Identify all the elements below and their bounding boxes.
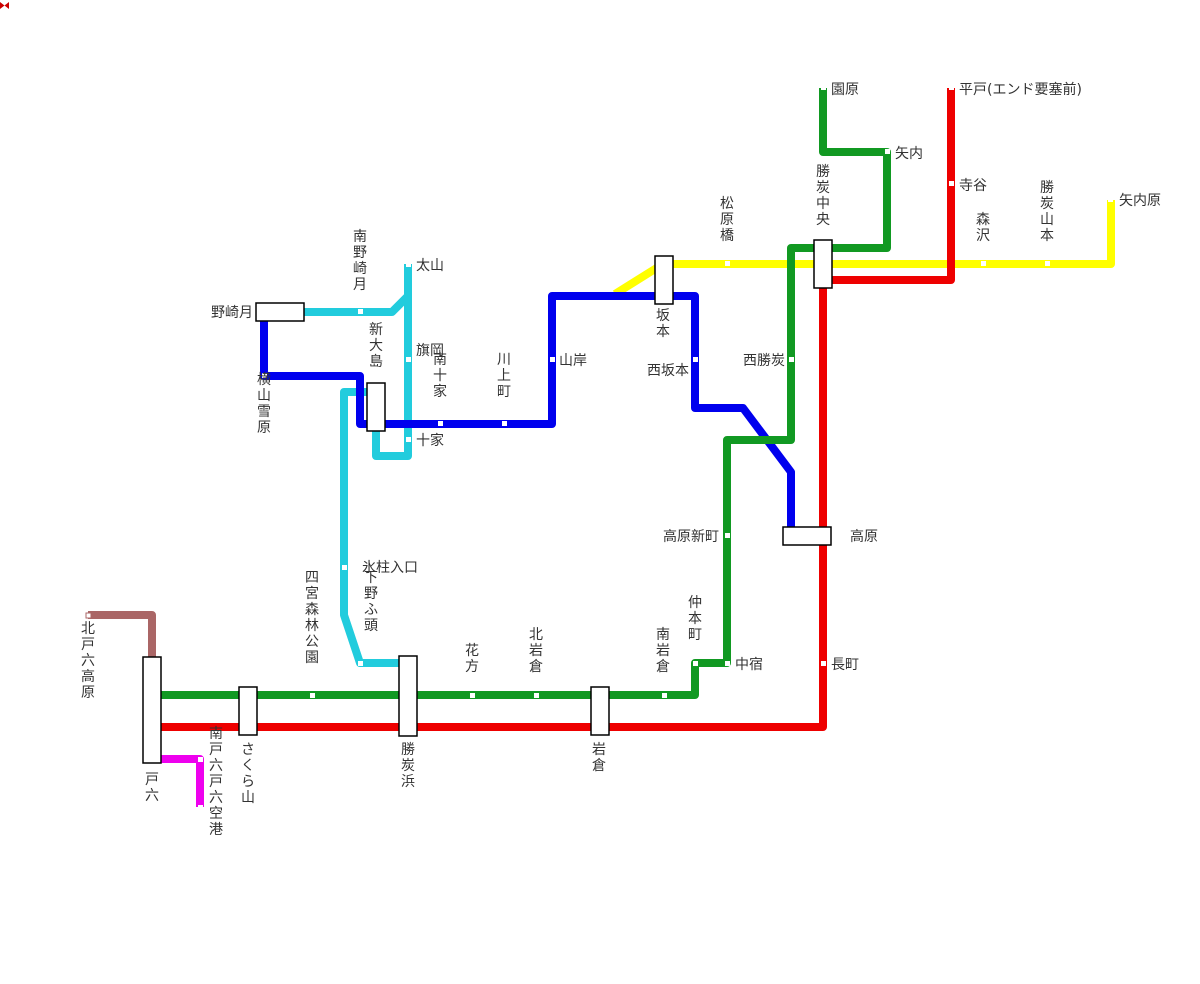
station-label-nozakizuki: 野崎月 (211, 305, 253, 321)
station-label-toroku: 戸六 (145, 772, 159, 804)
station-label-kawakami-machi: 川上町 (497, 352, 511, 400)
station-label-sonohara: 園原 (831, 82, 859, 98)
interchange-nozakizuki[interactable] (255, 302, 305, 322)
station-label-katsusumi-hama: 勝炭浜 (401, 742, 415, 790)
station-label-nakajuku: 中宿 (735, 656, 763, 673)
stop-marker[interactable] (1108, 197, 1113, 202)
stop-marker[interactable] (262, 373, 267, 378)
station-label-hataoka: 旗岡 (416, 343, 444, 359)
station-label-shinomiya-shinrin-koen: 四宮森林公園 (305, 570, 319, 666)
stop-marker[interactable] (406, 357, 411, 362)
stop-marker[interactable] (534, 693, 539, 698)
station-label-toroku-kuko: 戸六空港 (209, 774, 223, 838)
stop-marker[interactable] (693, 357, 698, 362)
stop-marker[interactable] (981, 261, 986, 266)
station-label-matsubarabashi: 松原橋 (720, 196, 734, 244)
interchange-takahara[interactable] (782, 526, 832, 546)
stop-marker[interactable] (438, 421, 443, 426)
stop-marker[interactable] (358, 661, 363, 666)
station-label-minami-toroku: 南戸六 (209, 726, 223, 774)
stop-marker[interactable] (662, 693, 667, 698)
interchange-shin-oshima[interactable] (366, 382, 386, 432)
stop-marker[interactable] (789, 357, 794, 362)
station-label-hikawa-iriguchi: 氷柱入口 (362, 560, 418, 576)
stop-marker[interactable] (85, 612, 92, 619)
brown-line (88, 611, 156, 660)
stop-marker[interactable] (1045, 261, 1050, 266)
station-label-hanakata: 花方 (465, 643, 479, 675)
station-label-nagamachi: 長町 (831, 657, 859, 673)
interchange-iwakura[interactable] (590, 686, 610, 736)
interchange-stations (142, 239, 833, 764)
stop-marker[interactable] (949, 181, 954, 186)
station-label-yamagishi: 山岸 (559, 353, 587, 369)
station-label-shin-oshima: 新大島 (369, 322, 383, 370)
interchange-katsusumi-hama[interactable] (398, 655, 418, 737)
interchange-katsusumi-chuo[interactable] (813, 239, 833, 289)
station-label-teratani: 寺谷 (959, 178, 987, 194)
vertical-labels: 勝炭中央 森沢 勝炭山本 松原橋 坂本 仲本町 南岩倉 岩倉 北岩倉 花方 勝炭… (81, 164, 1054, 838)
station-label-moriszawa: 森沢 (976, 212, 990, 244)
station-label-shimono-futo: 下野ふ頭 (364, 570, 378, 634)
stop-marker[interactable] (198, 805, 203, 810)
stop-marker[interactable] (949, 85, 954, 90)
stop-marker[interactable] (725, 661, 730, 666)
interchange-toroku[interactable] (142, 656, 162, 764)
station-label-takahara-shinmachi: 高原新町 (663, 528, 719, 545)
station-label-takahara: 高原 (850, 528, 878, 545)
stop-marker[interactable] (821, 661, 826, 666)
cyan-line (280, 264, 412, 667)
stop-marker[interactable] (725, 261, 730, 266)
stop-marker[interactable] (725, 533, 730, 538)
station-label-minami-iwakura: 南岩倉 (656, 627, 670, 675)
station-label-hirato: 平戸(エンド要塞前) (959, 81, 1082, 98)
stop-markers (85, 85, 1113, 810)
station-label-yokoyama-yukihara: 横山雪原 (257, 372, 271, 436)
station-label-kita-toroku-takahara: 北戸六高原 (81, 621, 95, 701)
stop-marker[interactable] (821, 85, 826, 90)
station-label-minami-juka: 南十家 (433, 352, 447, 400)
stop-marker[interactable] (406, 262, 411, 267)
stop-marker[interactable] (550, 357, 555, 362)
station-label-nishi-sakamoto: 西坂本 (647, 363, 689, 379)
station-label-yauchi: 矢内 (895, 146, 923, 162)
stop-marker[interactable] (358, 309, 363, 314)
green-line (152, 88, 891, 699)
corner-marker-icon (0, 2, 9, 9)
station-label-minami-nozakizuki: 南野崎月 (353, 229, 367, 293)
station-label-iwakura: 岩倉 (592, 742, 606, 774)
stop-marker[interactable] (885, 149, 890, 154)
yellow-line (612, 200, 1115, 298)
station-label-tayama: 太山 (416, 258, 444, 274)
stop-marker[interactable] (406, 437, 411, 442)
stop-marker[interactable] (693, 661, 698, 666)
station-label-nishi-katsusumi: 西勝炭 (743, 353, 785, 369)
stop-marker[interactable] (342, 565, 347, 570)
station-label-kita-iwakura: 北岩倉 (529, 627, 543, 675)
station-label-katsusumi-yamamoto: 勝炭山本 (1040, 180, 1054, 244)
station-label-sakurayama: さくら山 (241, 742, 255, 806)
interchange-sakamoto[interactable] (654, 255, 674, 305)
stop-marker[interactable] (470, 693, 475, 698)
magenta-line (152, 755, 204, 807)
station-label-sakamoto: 坂本 (656, 308, 670, 340)
horizontal-labels: 平戸(エンド要塞前) 寺谷 園原 矢内 矢内原 西勝炭 西坂本 高原 高原新町 … (211, 81, 1161, 673)
interchange-sakurayama[interactable] (238, 686, 258, 736)
station-label-katsusumi-chuo: 勝炭中央 (816, 164, 830, 228)
station-label-juka: 十家 (416, 432, 444, 449)
station-label-nakamotomachi: 仲本町 (688, 595, 702, 643)
blue-line (260, 292, 795, 535)
stop-marker[interactable] (310, 693, 315, 698)
stop-marker[interactable] (198, 757, 203, 762)
station-label-yauchihara: 矢内原 (1119, 193, 1161, 209)
stop-marker[interactable] (502, 421, 507, 426)
